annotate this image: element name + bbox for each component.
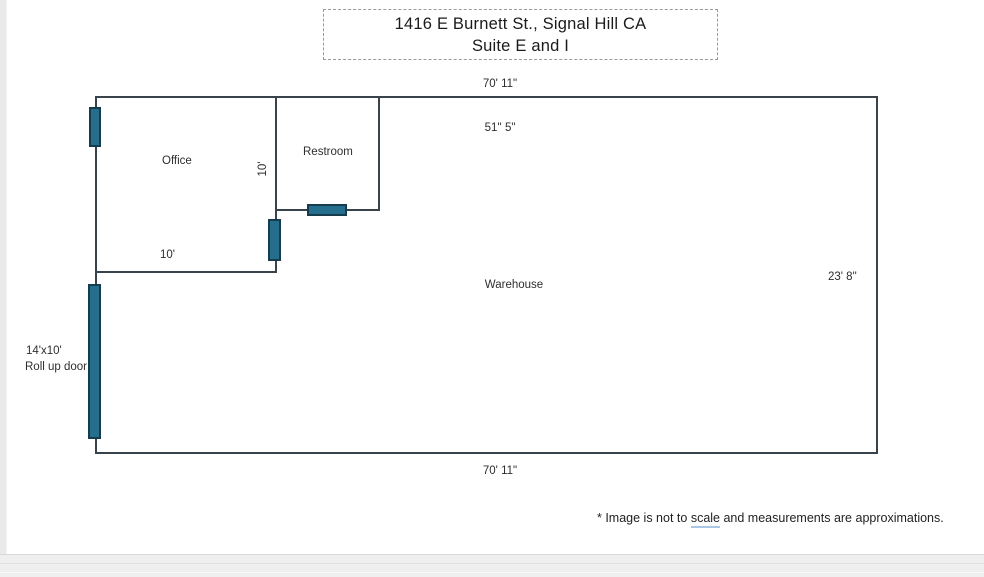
wall-bottom [95,452,878,454]
dimension-bottom-width: 70' 11" [482,465,518,477]
title-line-1: 1416 E Burnett St., Signal Hill CA [394,14,647,33]
footnote-suffix: and measurements are approximations. [720,511,944,525]
door-restroom [307,204,347,216]
wall-restroom-right [378,96,380,211]
wall-top [95,96,878,98]
rollup-door-label-line2: Roll up door [25,361,88,373]
door-rollup [88,284,101,439]
dimension-right-height: 23' 8" [828,271,857,283]
bottom-taskbar-strip [0,554,984,577]
dimension-office-wall-rotated: 10' [257,161,269,177]
door-office-interior [268,219,281,261]
wall-office-bottom [95,271,277,273]
footnote-prefix: * Image is not to [597,511,691,525]
dimension-top-width: 70' 11" [482,78,518,90]
bottom-strip-divider-1 [0,563,984,564]
wall-office-restroom-divider [275,96,277,273]
page-left-margin [0,0,7,576]
room-label-restroom: Restroom [303,146,353,158]
bottom-strip-divider-2 [0,572,984,573]
wall-right [876,96,878,454]
dimension-office-width: 10' [160,249,175,261]
title-line-2: Suite E and I [471,36,570,55]
room-label-office: Office [162,155,192,167]
dimension-inner-width: 51'' 5" [484,122,516,134]
door-office-exterior [89,107,101,147]
rollup-door-label-line1: 14'x10' [26,345,62,357]
title-box: 1416 E Burnett St., Signal Hill CA Suite… [323,9,718,60]
footnote: * Image is not to scale and measurements… [597,511,944,528]
wall-left [95,96,97,454]
footnote-underlined-word: scale [690,511,720,528]
room-label-warehouse: Warehouse [484,279,544,291]
